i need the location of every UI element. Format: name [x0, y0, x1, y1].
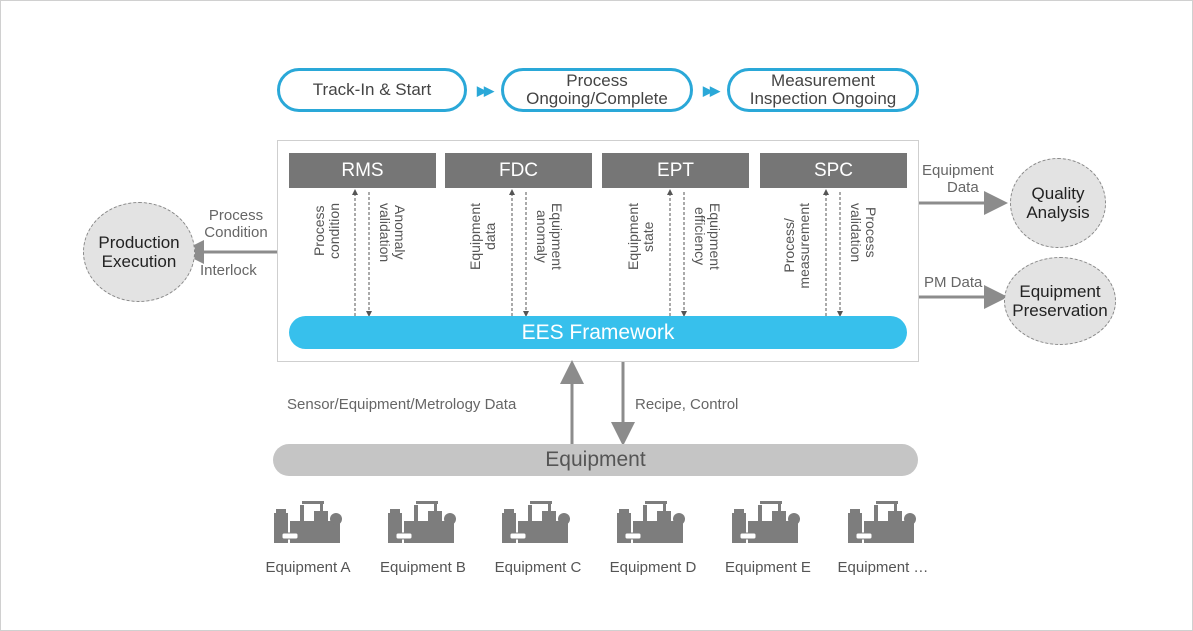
label-line: Process: [208, 207, 264, 224]
equipment-label: Equipment C: [494, 559, 582, 576]
rms-up-label: Process condition: [311, 203, 342, 260]
equipment-label: Equipment A: [265, 559, 351, 576]
stage-label: Track-In & Start: [312, 80, 432, 99]
circle-label: Analysis: [1026, 203, 1090, 222]
stage-label: Ongoing/Complete: [526, 89, 668, 108]
factory-icon: [274, 501, 342, 543]
fdc-up-label: Equipment data: [467, 203, 498, 270]
factory-icon: [848, 501, 916, 543]
label-line: Condition: [204, 224, 268, 241]
factory-icon: [388, 501, 456, 543]
chevron-right-icon: ▶▶: [703, 83, 720, 98]
module-rms: RMS: [289, 153, 436, 188]
circle-label: Production: [98, 233, 180, 252]
interlock-label: Interlock: [200, 262, 257, 279]
circle-label: Quality: [1031, 184, 1085, 203]
circle-label: Preservation: [1012, 301, 1108, 320]
stage-label: Inspection Ongoing: [749, 89, 897, 108]
equipment-data-label: Equipment Data: [922, 162, 994, 196]
equipment-bar: Equipment: [273, 444, 918, 476]
equipment-label: Equipment E: [725, 559, 811, 576]
pm-data-label: PM Data: [924, 274, 983, 291]
circle-label: Equipment: [1019, 282, 1101, 301]
equipment-label: Equipment …: [837, 559, 929, 576]
equipment-label: Equipment D: [609, 559, 697, 576]
chevron-right-icon: ▶▶: [477, 83, 494, 98]
fdc-down-label: Equipment anomaly: [534, 203, 565, 270]
sensor-data-label: Sensor/Equipment/Metrology Data: [287, 396, 517, 413]
ept-up-label: Equipment state: [625, 203, 656, 270]
recipe-control-label: Recipe, Control: [635, 396, 739, 413]
equipment-label: Equipment B: [380, 559, 466, 576]
stage-label: Measurement: [771, 71, 875, 90]
factory-icon: [732, 501, 800, 543]
process-condition-label: Process Condition: [196, 207, 276, 241]
label-line: Data: [947, 179, 979, 196]
ees-framework-bar: EES Framework: [289, 316, 907, 349]
module-ept: EPT: [602, 153, 749, 188]
label-line: Equipment: [922, 162, 994, 179]
stage-track-in: Track-In & Start: [277, 68, 467, 112]
spc-down-label: Process validation: [848, 203, 879, 263]
spc-up-label: Process/ measurement: [781, 203, 812, 289]
ept-down-label: Equipment efficiency: [692, 203, 723, 270]
factory-icon: [617, 501, 685, 543]
circle-label: Execution: [101, 252, 177, 271]
module-fdc: FDC: [445, 153, 592, 188]
module-spc: SPC: [760, 153, 907, 188]
stage-label: Process: [566, 71, 628, 90]
rms-down-label: Anomaly validation: [377, 203, 408, 263]
factory-icon: [502, 501, 570, 543]
